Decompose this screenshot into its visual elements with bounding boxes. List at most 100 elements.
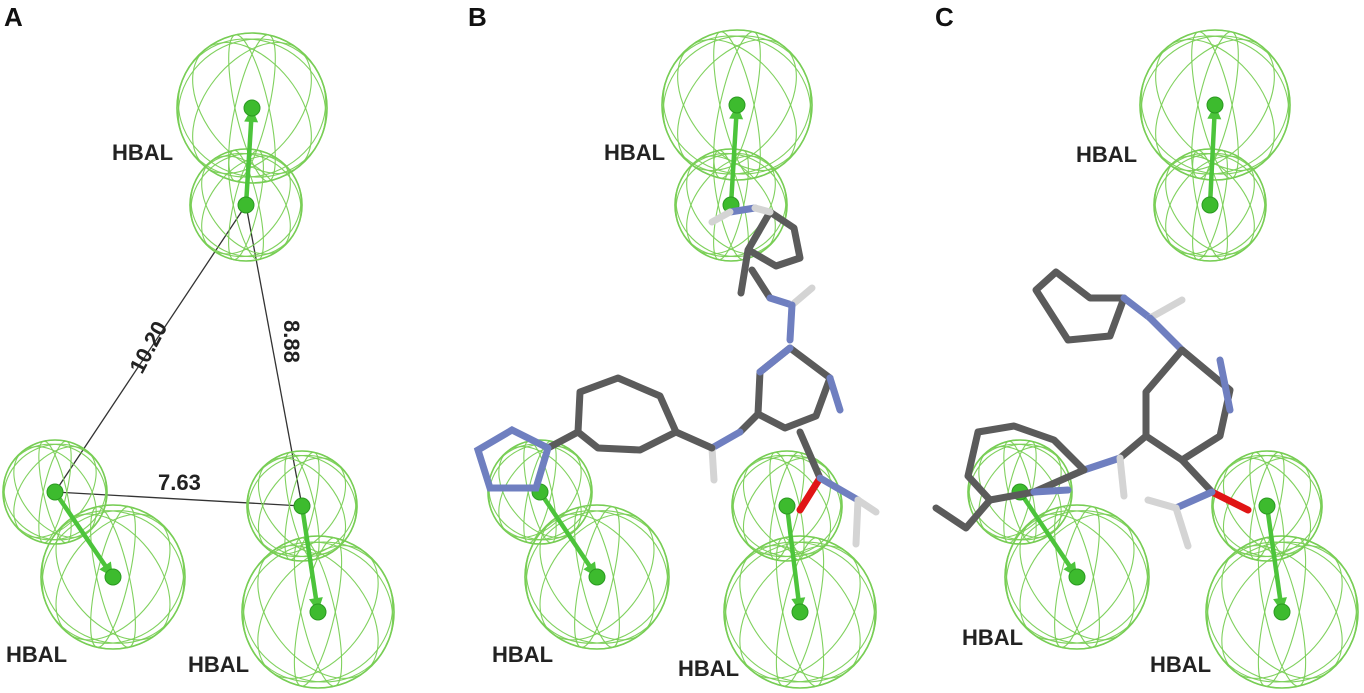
mesh-ring [90,506,136,648]
panel-c: C [932,2,1359,689]
mesh-ring [978,446,1062,538]
panel-b-letter: B [468,2,487,32]
feature-origin-ball [237,196,255,214]
hbal-label-right: HBAL [188,652,249,677]
mesh-ring [1257,537,1307,687]
feature-origin-ball [1201,196,1219,214]
hbal-label-right: HBAL [1150,652,1211,677]
hbal-label-top: HBAL [112,140,173,165]
mesh-ring [968,443,1072,541]
mesh-ring [1191,31,1239,179]
mesh-ring [38,440,72,544]
mesh-ring [1005,510,1149,644]
distance-line-top-left [54,204,247,493]
hbal-feature-top [176,32,328,262]
mesh-ring [242,541,394,683]
mesh-ring [201,155,291,255]
hbal-feature-right [723,450,877,689]
mesh-ring [731,450,843,562]
distance-lines [54,204,303,507]
mesh-ring [55,513,171,641]
feature-origin-ball [46,483,64,501]
mesh-ring [3,443,107,541]
feature-target-ball [243,99,261,117]
mesh-ring [1153,148,1267,262]
ligand-stick-model [473,204,880,548]
mesh-ring [228,34,276,182]
feature-target-ball [588,568,606,586]
mesh-ring [1165,155,1255,255]
hbal-label-top: HBAL [604,140,665,165]
mesh-ring [228,149,264,261]
mesh-ring [1191,31,1239,179]
mesh-ring [1154,152,1266,258]
hbal-feature-right [1205,450,1359,689]
mesh-ring [41,510,185,644]
mesh-ring [1154,152,1266,258]
mesh-ring [1221,545,1343,679]
feature-vector [1207,102,1218,208]
mesh-ring [13,446,97,538]
feature-vector [537,489,600,580]
mesh-ring [246,450,358,562]
mesh-ring [539,513,655,641]
distance-label-2: 8.88 [279,320,304,363]
mesh-ring [1206,541,1358,683]
mesh-ring [1054,506,1100,648]
mesh-ring [524,504,670,650]
mesh-ring [498,446,582,538]
mesh-ring [1140,35,1290,175]
feature-vector [784,503,803,615]
distance-label-3: 7.63 [158,470,201,495]
mesh-ring [739,545,861,679]
hbal-feature-left [487,439,670,650]
mesh-ring [284,451,320,561]
mesh-ring [525,510,669,644]
mesh-ring [228,149,264,261]
mesh-ring [1249,451,1285,561]
hbal-feature-right [241,450,395,689]
mesh-ring [724,541,876,683]
mesh-ring [525,510,669,644]
mesh-ring [247,454,357,558]
mesh-ring [539,513,655,641]
mesh-ring [574,506,620,648]
mesh-ring [1004,504,1150,650]
mesh-ring [488,443,592,541]
mesh-ring [190,152,302,258]
mesh-ring [677,38,797,172]
mesh-ring [247,454,357,558]
mesh-ring [1165,155,1255,255]
hbal-label-right: HBAL [678,656,739,681]
mesh-ring [662,35,812,175]
mesh-ring [293,537,343,687]
mesh-ring [1221,545,1343,679]
mesh-ring [176,32,328,184]
mesh-ring [293,537,343,687]
mesh-ring [724,541,876,683]
mesh-ring [192,41,312,175]
hbal-feature-top [1139,29,1291,262]
mesh-ring [1222,457,1312,555]
hbal-label-top: HBAL [1076,142,1137,167]
mesh-ring [1222,457,1312,555]
panel-c-letter: C [935,2,954,32]
mesh-ring [257,457,347,555]
mesh-ring [1140,35,1290,175]
feature-vector [243,105,255,208]
panel-a: A HBAL HBAL HBAL 10.20 8.88 7.63 [2,2,395,689]
mesh-ring [1019,513,1135,641]
hbal-label-left: HBAL [962,625,1023,650]
hbal-feature-left [2,439,186,650]
mesh-ring [40,504,186,650]
mesh-ring [1054,506,1100,648]
mesh-ring [1155,38,1275,172]
mesh-ring [190,152,302,258]
feature-target-ball [309,603,327,621]
panel-a-letter: A [4,2,23,32]
feature-origin-ball [778,497,796,515]
mesh-ring [739,545,861,679]
mesh-ring [574,506,620,648]
mesh-ring [1205,535,1359,689]
